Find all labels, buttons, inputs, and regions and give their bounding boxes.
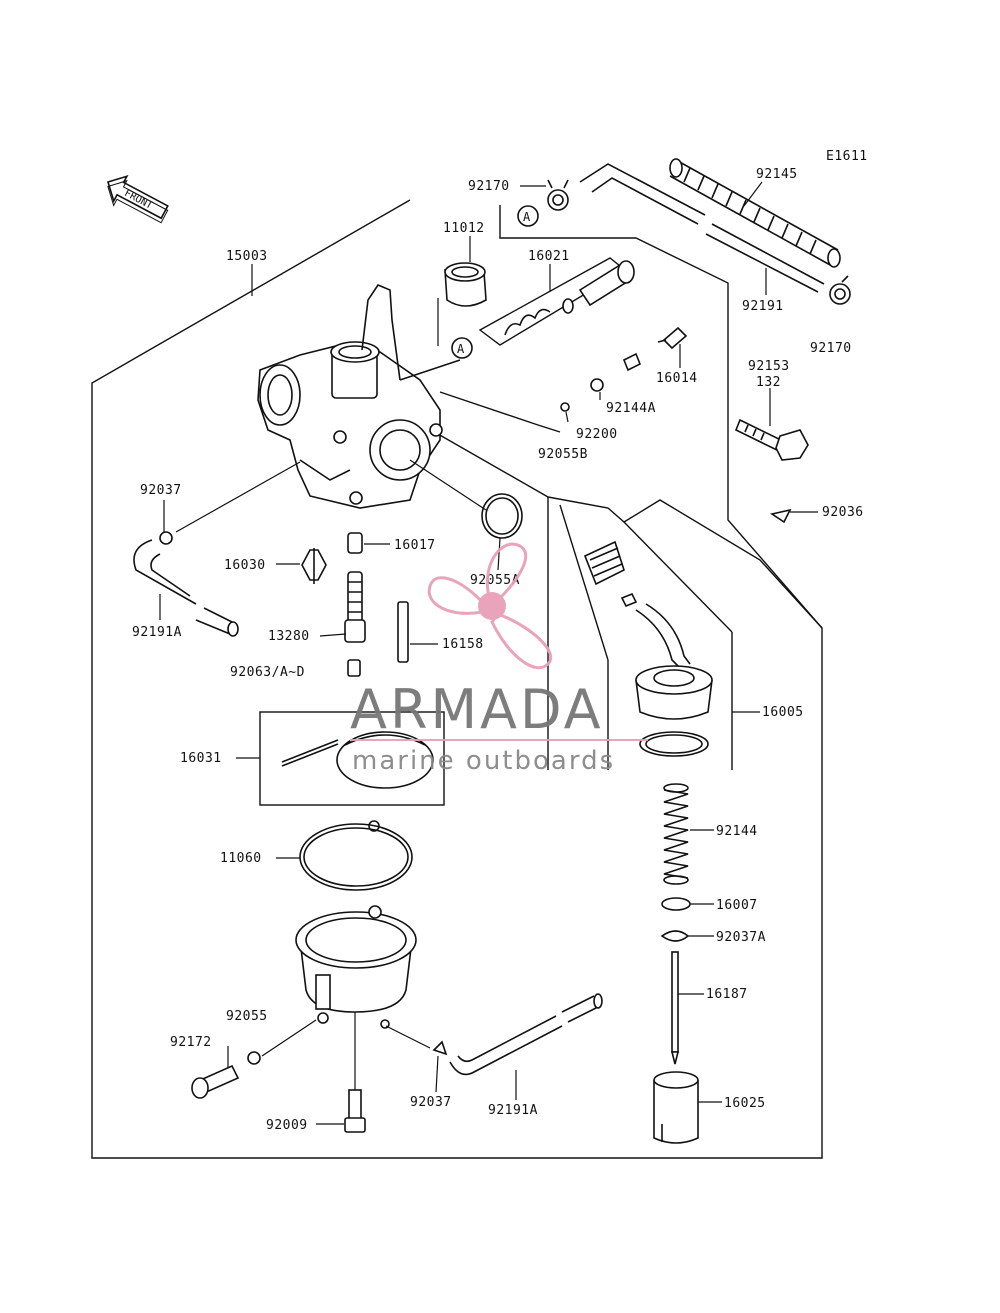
label-16007: 16007 bbox=[716, 898, 758, 913]
label-92144A: 92144A bbox=[606, 401, 656, 416]
label-92009: 92009 bbox=[266, 1118, 308, 1133]
assembly-frame bbox=[91, 199, 823, 1159]
label-16030: 16030 bbox=[224, 558, 266, 573]
spring-92144 bbox=[663, 783, 689, 885]
valve-16025 bbox=[653, 1071, 699, 1144]
tube-13280 bbox=[344, 571, 366, 643]
seat-16007 bbox=[661, 897, 691, 911]
plug-part bbox=[622, 352, 642, 372]
oring-92055B bbox=[560, 402, 570, 412]
diagram-code: E1611 bbox=[826, 149, 868, 164]
label-92144: 92144 bbox=[716, 824, 758, 839]
label-11060: 11060 bbox=[220, 851, 262, 866]
clip-92037-bottom bbox=[432, 1040, 448, 1056]
label-16014: 16014 bbox=[656, 371, 698, 386]
label-92191A-left: 92191A bbox=[132, 625, 182, 640]
ref-marker-a-mid: A bbox=[451, 337, 473, 359]
label-92172: 92172 bbox=[170, 1035, 212, 1050]
bolt-92153 bbox=[734, 418, 809, 461]
label-132: 132 bbox=[756, 375, 781, 390]
label-16021: 16021 bbox=[528, 249, 570, 264]
label-15003: 15003 bbox=[226, 249, 268, 264]
label-92055B: 92055B bbox=[538, 447, 588, 462]
hose-92191A-bottom bbox=[449, 993, 603, 1076]
fuel-tap-subframe-2 bbox=[547, 496, 823, 629]
screw-92172 bbox=[191, 1064, 240, 1099]
bolt-92009 bbox=[344, 1089, 366, 1133]
jet-92063 bbox=[347, 659, 361, 677]
screw-16014 bbox=[657, 326, 688, 350]
oring-92055A bbox=[481, 493, 523, 539]
vent-hose-92191 bbox=[579, 163, 825, 293]
label-92170-top: 92170 bbox=[468, 179, 510, 194]
carburetor-body bbox=[257, 284, 461, 509]
float-16031 bbox=[281, 731, 434, 789]
cap-11012 bbox=[444, 262, 487, 307]
label-16031: 16031 bbox=[180, 751, 222, 766]
label-13280: 13280 bbox=[268, 629, 310, 644]
jet-16017 bbox=[347, 532, 363, 554]
label-92170-right: 92170 bbox=[810, 341, 852, 356]
cap-assembly-16005 bbox=[583, 540, 713, 720]
label-92055: 92055 bbox=[226, 1009, 268, 1024]
ref-marker-a-top-label: A bbox=[523, 210, 531, 224]
clamp-92170-right bbox=[829, 275, 851, 305]
clamp-92170-top bbox=[547, 179, 569, 211]
ref-marker-a-mid-label: A bbox=[457, 342, 465, 356]
washer-92055 bbox=[247, 1051, 261, 1065]
needle-16030 bbox=[301, 548, 327, 584]
label-92200: 92200 bbox=[576, 427, 618, 442]
carb-subframe bbox=[439, 391, 561, 433]
label-16005: 16005 bbox=[762, 705, 804, 720]
label-92036: 92036 bbox=[822, 505, 864, 520]
watermark-logo: ARMADA marine outboards bbox=[350, 542, 648, 776]
label-92037A: 92037A bbox=[716, 930, 766, 945]
label-92145: 92145 bbox=[756, 167, 798, 182]
label-92191: 92191 bbox=[742, 299, 784, 314]
ref-marker-a-top: A bbox=[517, 205, 539, 227]
label-16158: 16158 bbox=[442, 637, 484, 652]
label-92037-bottom: 92037 bbox=[410, 1095, 452, 1110]
hose-92191A-left bbox=[133, 539, 239, 637]
clip-92037A bbox=[660, 930, 690, 942]
oring-16005 bbox=[639, 731, 709, 757]
part-16158 bbox=[397, 601, 409, 663]
clip-92036 bbox=[769, 508, 792, 524]
label-16025: 16025 bbox=[724, 1096, 766, 1111]
corrugated-hose-92145 bbox=[669, 158, 841, 268]
label-92063: 92063/A~D bbox=[230, 665, 305, 680]
washer-92144A bbox=[590, 378, 604, 392]
gasket-11060 bbox=[299, 823, 413, 891]
label-92191A-bottom: 92191A bbox=[488, 1103, 538, 1118]
label-16017: 16017 bbox=[394, 538, 436, 553]
label-92153: 92153 bbox=[748, 359, 790, 374]
propeller-icon bbox=[427, 542, 552, 670]
label-92055A: 92055A bbox=[470, 573, 520, 588]
label-16187: 16187 bbox=[706, 987, 748, 1002]
needle-16187 bbox=[670, 951, 680, 1065]
float-bowl bbox=[295, 905, 417, 1029]
watermark-tagline: marine outboards bbox=[352, 746, 615, 776]
front-arrow-icon: FRONT bbox=[106, 174, 169, 224]
clip-92037-left bbox=[159, 531, 173, 545]
label-92037-left: 92037 bbox=[140, 483, 182, 498]
watermark-brand: ARMADA bbox=[350, 678, 604, 741]
label-11012: 11012 bbox=[443, 221, 485, 236]
throttle-assembly-16021 bbox=[478, 257, 635, 346]
